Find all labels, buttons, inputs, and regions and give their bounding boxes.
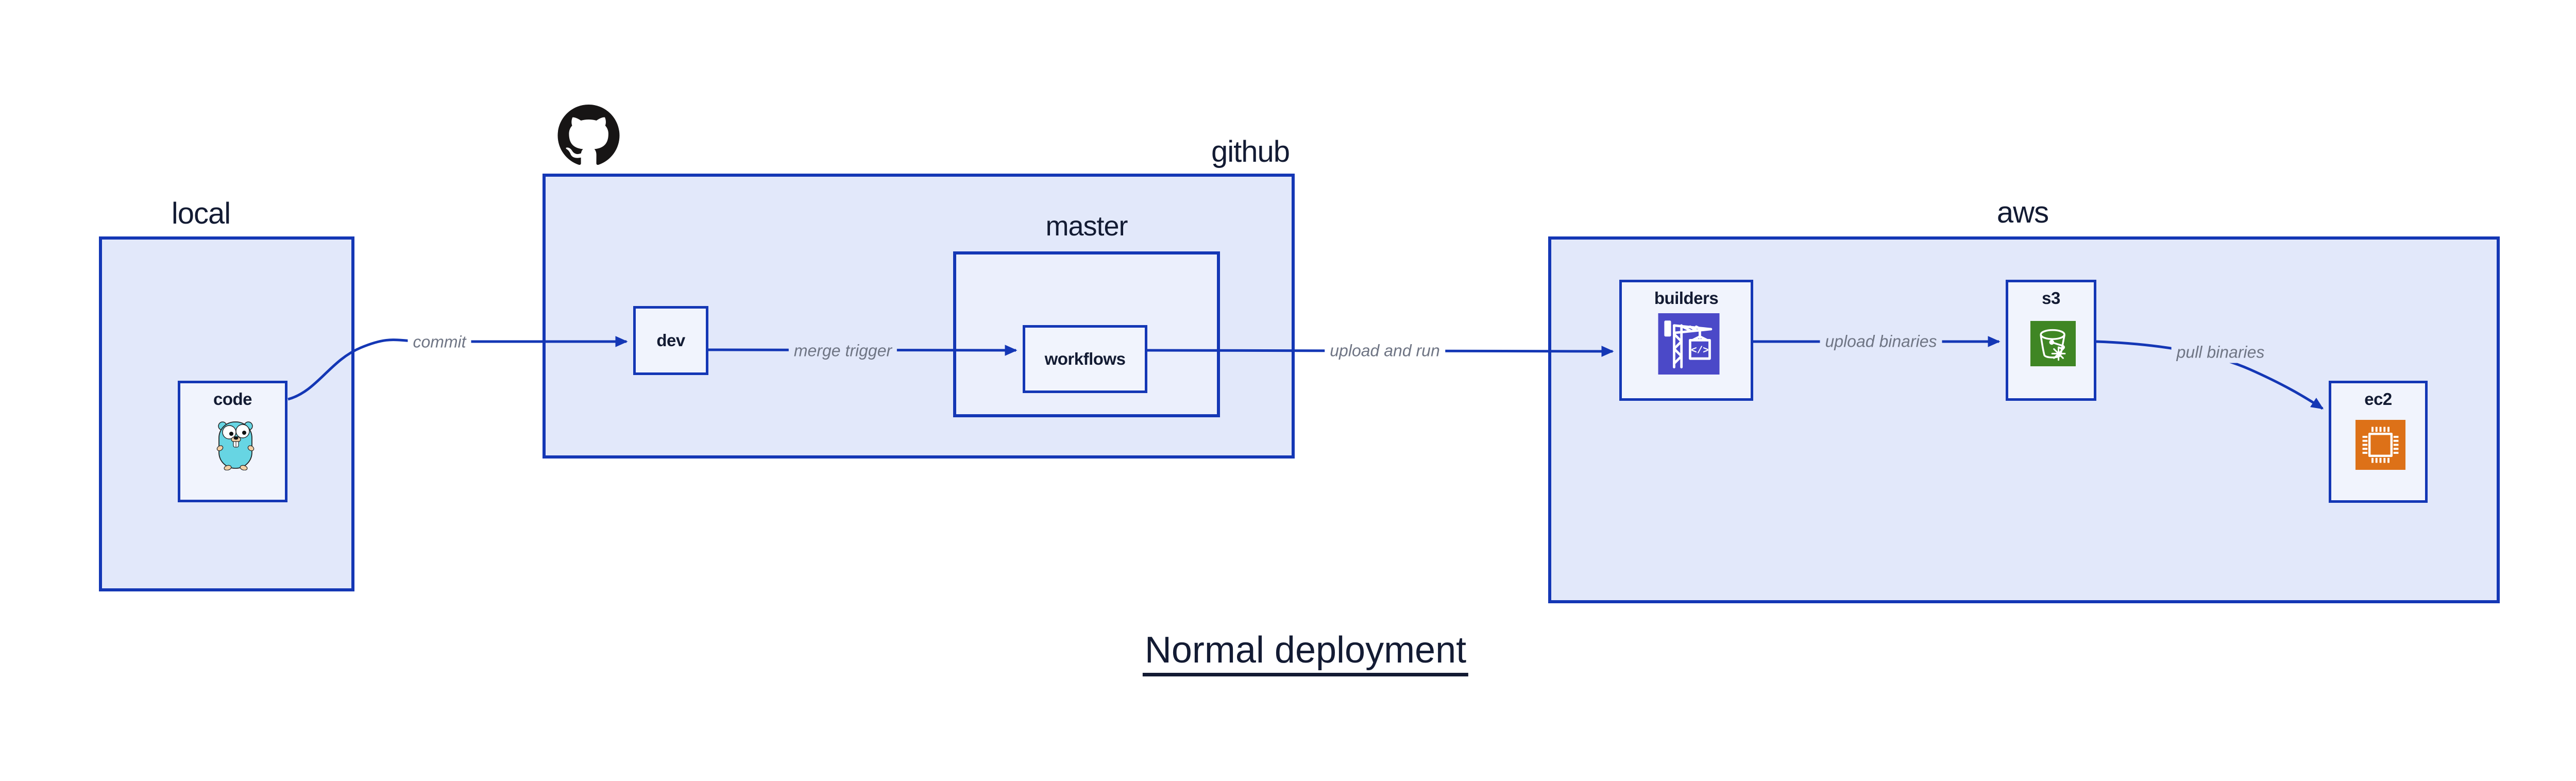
container-label-aws: aws	[1996, 196, 2049, 229]
node-dev: dev	[633, 306, 708, 375]
container-label-local: local	[171, 197, 231, 230]
node-label-builders: builders	[1654, 288, 1719, 308]
node-ec2: ec2	[2329, 381, 2428, 503]
edge-label-upload-and-run: upload and run	[1325, 340, 1445, 362]
edge-label-merge-trigger: merge trigger	[788, 340, 897, 362]
node-label-dev: dev	[656, 331, 685, 350]
node-code: code	[178, 381, 287, 502]
go-gopher-icon	[216, 421, 255, 470]
github-logo-icon	[557, 105, 620, 165]
node-label-code: code	[213, 389, 252, 409]
node-s3: s3	[2006, 280, 2096, 401]
svg-text:</>: </>	[1691, 345, 1708, 356]
edge-label-commit: commit	[408, 331, 471, 353]
s3-bucket-icon	[2030, 321, 2076, 366]
node-label-ec2: ec2	[2364, 389, 2392, 409]
node-workflows: workflows	[1023, 325, 1147, 393]
cpu-chip-icon	[2355, 420, 2405, 470]
node-label-s3: s3	[2042, 288, 2060, 308]
node-builders: builders </>	[1619, 280, 1753, 401]
diagram-title: Normal deployment	[1142, 632, 1469, 676]
node-label-workflows: workflows	[1044, 349, 1126, 368]
edge-label-upload-binaries: upload binaries	[1820, 331, 1942, 352]
container-label-master: master	[1045, 211, 1128, 242]
container-label-github: github	[1211, 135, 1290, 168]
edge-label-pull-binaries: pull binaries	[2171, 342, 2270, 363]
build-crane-icon: </>	[1658, 313, 1720, 375]
